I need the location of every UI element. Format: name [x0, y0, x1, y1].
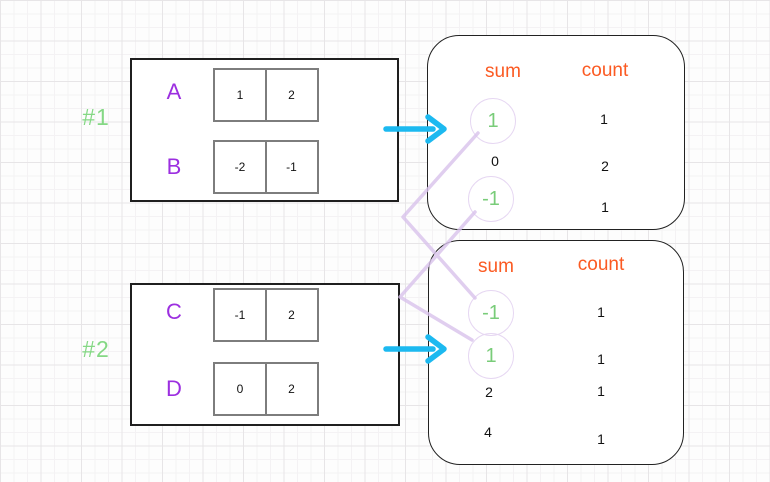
array-b-cell-1: -1: [264, 140, 319, 194]
array-a-cell-0: 1: [213, 68, 267, 122]
map-1-sum-value-circled: -1: [468, 176, 514, 222]
sum-count-map-1: [427, 35, 685, 230]
map-1-count-header: count: [581, 60, 629, 81]
map-2-count-value: 1: [597, 383, 605, 399]
map-1-count-value: 2: [601, 158, 609, 174]
array-d-cells: 0 2: [213, 362, 319, 416]
map-2-sum-value: 2: [485, 384, 493, 400]
map-1-sum-header: sum: [485, 61, 521, 82]
array-a-cell-1: 2: [264, 68, 319, 122]
array-d-label: D: [166, 376, 182, 401]
array-a-cells: 1 2: [213, 68, 319, 122]
array-c-cell-0: -1: [213, 288, 267, 342]
array-d-cell-0: 0: [213, 362, 267, 416]
array-d-cell-1: 2: [264, 362, 319, 416]
array-b-cells: -2 -1: [213, 140, 319, 194]
map-2-count-header: count: [577, 254, 625, 275]
map-1-count-value: 1: [601, 199, 609, 215]
map-1-count-value: 1: [600, 111, 608, 127]
group-2-tag: #2: [82, 336, 110, 362]
map-2-sum-value-circled: -1: [468, 290, 514, 336]
array-b-label: B: [166, 154, 182, 179]
map-2-count-value: 1: [597, 351, 605, 367]
map-2-count-value: 1: [597, 431, 605, 447]
array-c-label: C: [166, 299, 182, 324]
array-a-label: A: [166, 79, 182, 104]
array-c-cells: -1 2: [213, 288, 319, 342]
map-2-sum-value: 4: [484, 424, 492, 440]
map-1-sum-value: 0: [491, 153, 499, 169]
array-c-cell-1: 2: [264, 288, 319, 342]
map-2-count-value: 1: [597, 304, 605, 320]
map-1-sum-value-circled: 1: [470, 98, 516, 144]
map-2-sum-value-circled: 1: [468, 333, 514, 379]
array-b-cell-0: -2: [213, 140, 267, 194]
map-2-sum-header: sum: [478, 256, 514, 277]
group-1-tag: #1: [82, 104, 110, 130]
